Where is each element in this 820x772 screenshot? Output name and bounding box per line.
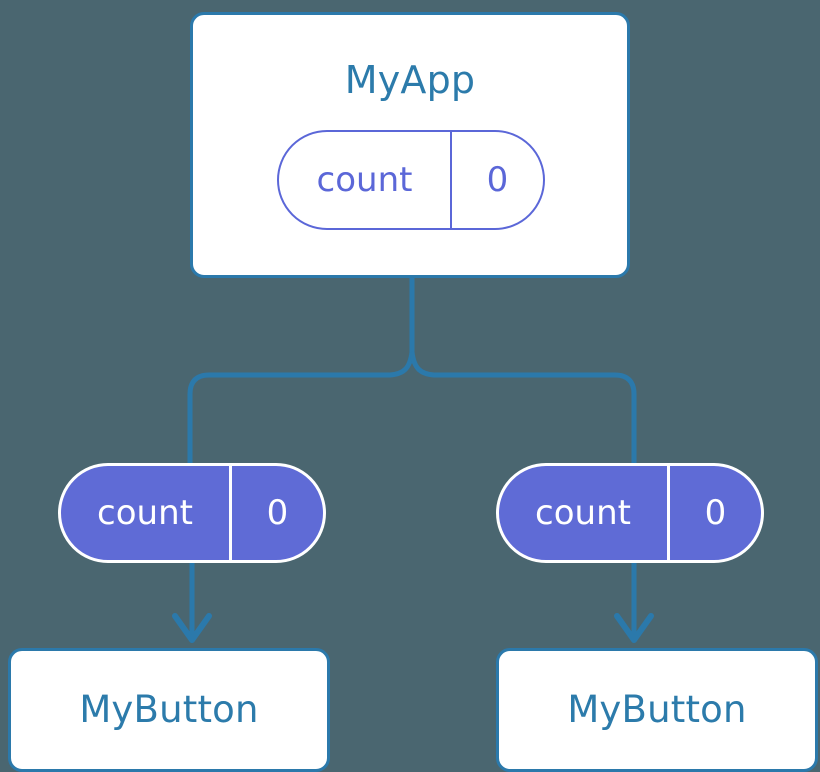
component-box-mybutton-right[interactable]: MyButton: [496, 648, 818, 772]
connector-branch-right: [409, 351, 637, 463]
component-title-mybutton: MyButton: [567, 688, 747, 731]
state-key-label: count: [61, 466, 232, 560]
component-title-mybutton: MyButton: [79, 688, 259, 731]
state-value-label: 0: [704, 493, 727, 533]
state-value-label: 0: [266, 493, 289, 533]
state-pill-root[interactable]: count 0: [277, 130, 545, 230]
component-title-myapp: MyApp: [344, 58, 476, 102]
arrow-head-left-icon: [172, 613, 212, 643]
component-box-mybutton-left[interactable]: MyButton: [8, 648, 330, 772]
state-pill-branch-left[interactable]: count 0: [58, 463, 326, 563]
state-key-label: count: [279, 132, 452, 228]
state-key-label: count: [499, 466, 670, 560]
arrow-head-right-icon: [614, 613, 654, 643]
connector-branch-left: [187, 351, 415, 463]
state-value-label: 0: [486, 160, 509, 200]
state-pill-branch-right[interactable]: count 0: [496, 463, 764, 563]
